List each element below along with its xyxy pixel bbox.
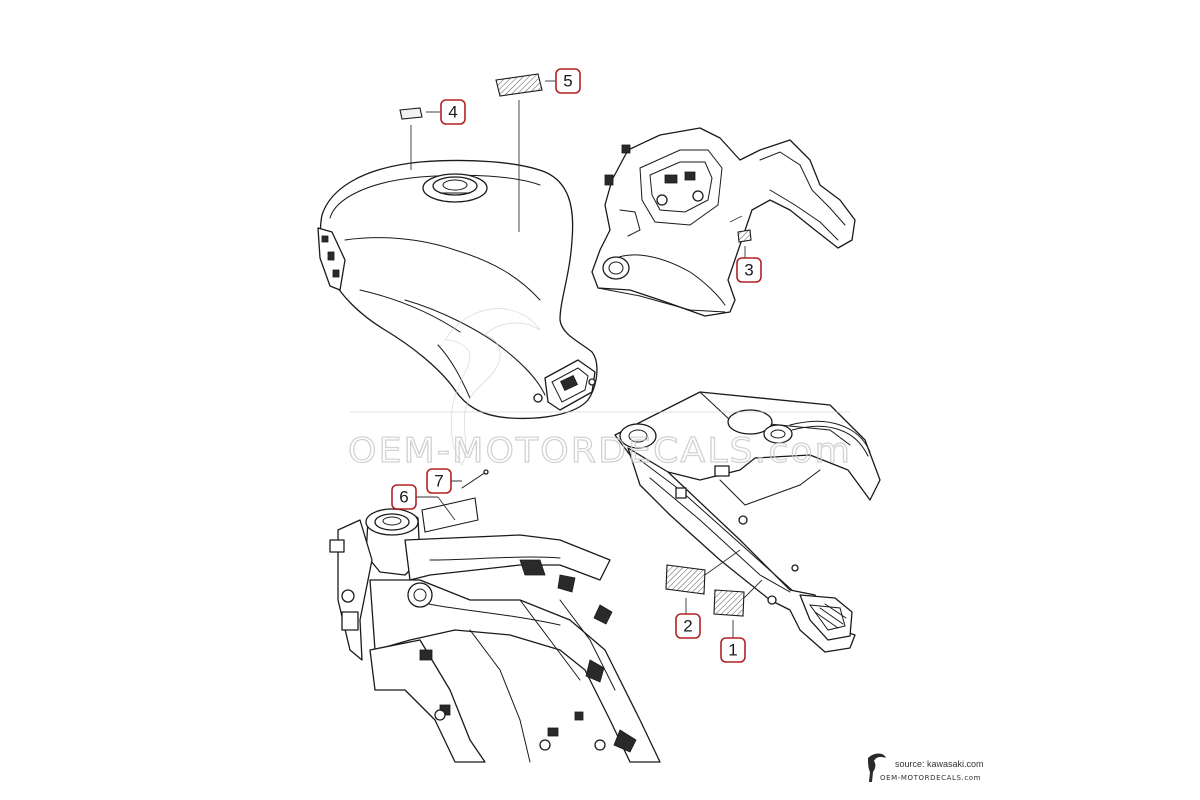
callout-4: 4: [440, 99, 466, 125]
callout-number: 6: [399, 488, 408, 507]
meter-cover-assembly: [591, 127, 856, 317]
callout-number: 7: [434, 472, 443, 491]
swingarm: [614, 391, 881, 653]
callout-2: 2: [675, 613, 701, 639]
callout-number: 4: [448, 103, 457, 122]
decal-4: [399, 107, 441, 170]
callout-number: 1: [728, 641, 737, 660]
callout-7: 7: [426, 468, 452, 494]
callout-5: 5: [555, 68, 581, 94]
decal-2: [665, 549, 741, 614]
source-credit: source: kawasaki.com OEM-MOTORDECALS.com: [868, 753, 984, 782]
decal-5: [495, 73, 556, 232]
fuel-tank: [317, 159, 598, 420]
decal-1: [713, 579, 763, 638]
callout-1: 1: [720, 637, 746, 663]
callout-6: 6: [391, 484, 417, 510]
source-brand: OEM-MOTORDECALS.com: [880, 774, 981, 782]
decal-3: [729, 215, 752, 258]
watermark-text: OEM-MOTORDECALS.com: [348, 431, 852, 471]
brand-logo-icon: [868, 753, 886, 782]
callout-3: 3: [736, 257, 762, 283]
main-frame: [329, 508, 661, 763]
callout-number: 2: [683, 617, 692, 636]
source-label: source: kawasaki.com: [895, 759, 984, 769]
callout-number: 5: [563, 72, 572, 91]
callout-number: 3: [744, 261, 753, 280]
decal-6: [416, 496, 479, 533]
watermark: OEM-MOTORDECALS.com: [347, 308, 852, 472]
